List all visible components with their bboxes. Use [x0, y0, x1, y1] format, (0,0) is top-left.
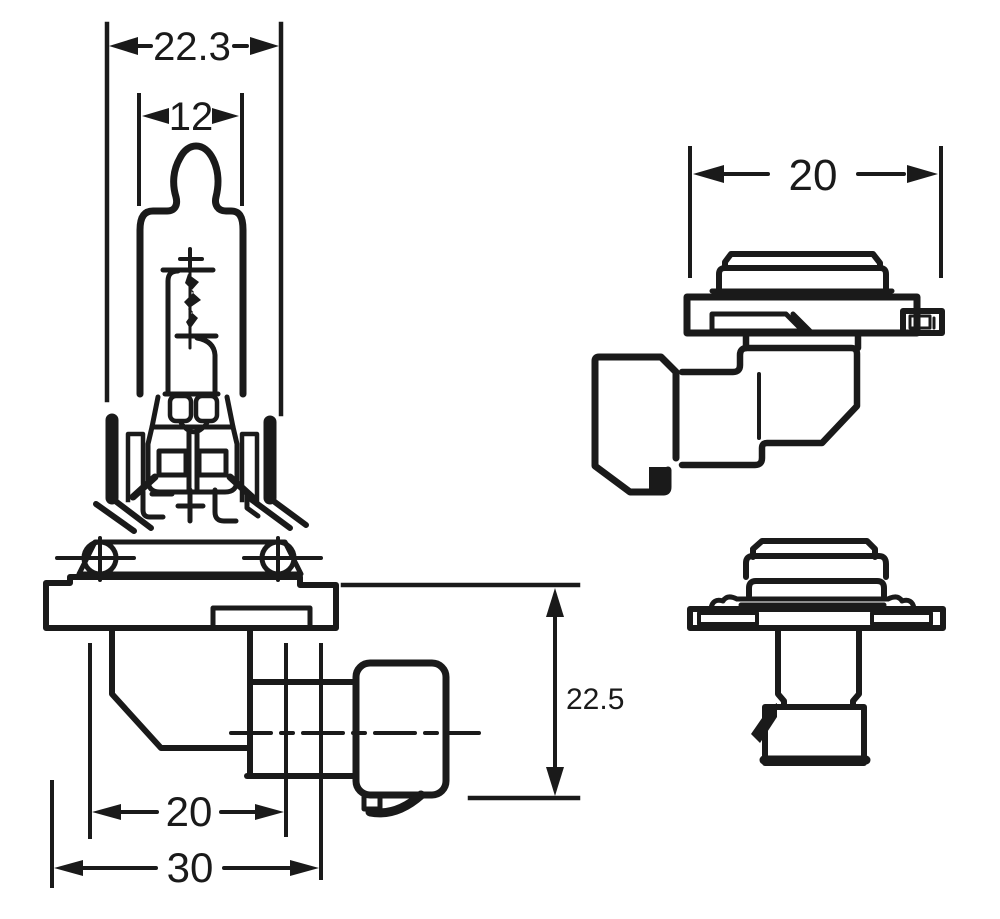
- ring-top: [750, 538, 878, 560]
- side-view: 20: [591, 146, 945, 496]
- connector-box: [751, 703, 871, 766]
- socket-cap: [352, 659, 450, 799]
- spring-strut-right: [249, 494, 309, 531]
- side-rail-left: [125, 431, 146, 503]
- dimension-label-glass-diameter: 12: [169, 95, 214, 139]
- base-window-right: [196, 448, 229, 478]
- body-outline: [678, 344, 861, 469]
- dimension-label-height: 22.5: [566, 683, 624, 716]
- skirt-curl-left: [708, 594, 740, 611]
- clip-hook-2: [212, 487, 239, 524]
- bulb-glass: [136, 142, 247, 398]
- plug-outline: [591, 353, 680, 496]
- arrowhead-down: [546, 767, 564, 796]
- base-center-rib: [186, 426, 200, 493]
- arrowhead-right: [250, 37, 279, 55]
- arrowhead-right: [212, 108, 239, 124]
- box-outline: [762, 704, 867, 766]
- glass-envelope: [136, 142, 247, 398]
- corner-strut-left: [129, 473, 159, 501]
- column-edge-left: [775, 625, 787, 710]
- spring-strut-left: [93, 497, 154, 534]
- connector-column: [775, 625, 862, 710]
- pinch-shoulders: [149, 394, 236, 430]
- base-rings: [709, 251, 895, 294]
- dimension-connector-offset: 20: [88, 643, 288, 839]
- flange-bar: [687, 606, 946, 631]
- base-window-left: [156, 448, 189, 478]
- dimension-height: 22.5: [340, 582, 624, 801]
- base-plate-outline: [43, 574, 339, 631]
- flange-bar-outline: [687, 606, 946, 631]
- clip-hook-3: [244, 489, 261, 519]
- arrowhead-left: [142, 108, 169, 124]
- arrowhead-right: [907, 165, 938, 183]
- dimension-label-overall-width: 22.3: [153, 25, 231, 69]
- arrowhead-left: [109, 37, 138, 55]
- flange-slot-right: [870, 611, 933, 626]
- flange-tab: [900, 308, 945, 336]
- housing-body: [591, 329, 862, 496]
- dimension-label-width: 20: [789, 151, 838, 200]
- dimension-label-connector-offset: 20: [166, 788, 213, 835]
- arrowhead-right: [290, 860, 319, 876]
- keying-plate: [709, 311, 813, 334]
- arrowhead-left: [693, 165, 724, 183]
- column-edge-right: [850, 625, 862, 710]
- box-flag-tab: [751, 703, 777, 743]
- ring-lower: [746, 578, 887, 599]
- base-knob-left: [167, 393, 194, 424]
- side-rail-right: [239, 431, 260, 503]
- plug-tab: [649, 467, 669, 489]
- front-view: 22.3 12: [43, 21, 624, 891]
- arrowhead-up: [546, 588, 564, 617]
- dimension-label-base-width: 30: [167, 844, 214, 891]
- base-plate-window: [210, 605, 313, 631]
- base-knob-right: [193, 393, 220, 424]
- base-rings: [708, 538, 917, 611]
- support-rail-right: [194, 335, 218, 397]
- socket-tab: [365, 790, 426, 818]
- arrowhead-left: [54, 860, 83, 876]
- bulb-base: [93, 393, 309, 534]
- crosshair-vertical: [98, 536, 280, 582]
- dimension-width: 20: [688, 146, 943, 278]
- base-plate: [43, 574, 339, 631]
- flange: [55, 536, 323, 582]
- housing-chamfer-outline: [109, 628, 250, 751]
- ring-top: [722, 251, 883, 271]
- connector-housing: [109, 628, 481, 818]
- dimension-base-width: 30: [50, 643, 323, 891]
- clip-hook-1: [140, 489, 166, 520]
- clip-cross: [175, 487, 206, 524]
- arrowhead-right: [255, 804, 284, 820]
- flange-tab-slot: [908, 314, 932, 330]
- socket-tab-notch: [361, 792, 383, 812]
- dimension-glass-diameter: 12: [137, 93, 244, 206]
- ring-middle: [716, 265, 889, 293]
- flange-slot-left: [697, 611, 759, 626]
- flange-plate: [683, 293, 945, 337]
- filament-coil: [184, 274, 201, 329]
- arrowhead-left: [92, 804, 121, 820]
- support-rail-left: [165, 268, 181, 397]
- dimension-overall-width: 22.3: [104, 21, 284, 417]
- skirt-curl-right: [885, 594, 917, 611]
- skirt-lines: [734, 596, 891, 608]
- rear-view: [687, 538, 946, 766]
- ring-middle: [743, 553, 889, 580]
